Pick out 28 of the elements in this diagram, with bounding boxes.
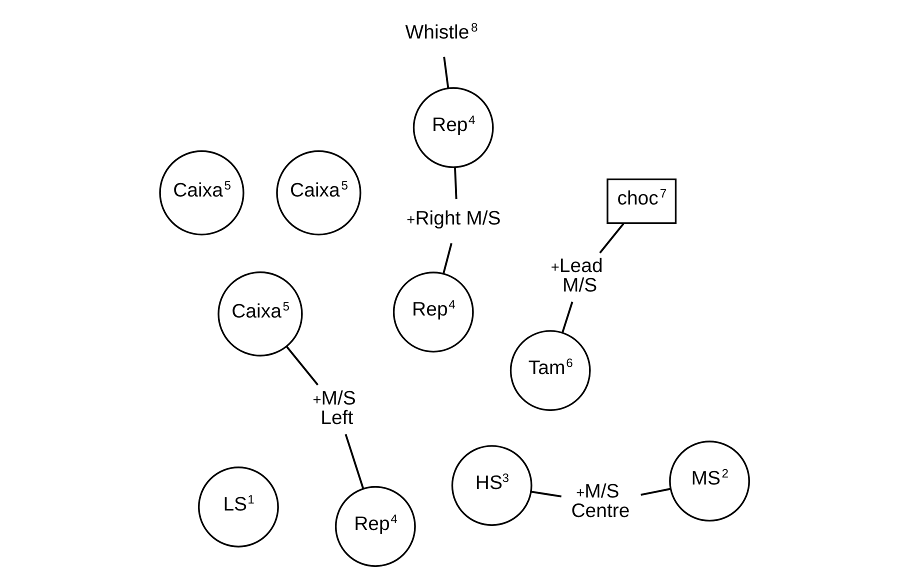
node-label: +	[576, 486, 584, 502]
connector	[454, 167, 457, 200]
node-label: +	[312, 392, 321, 408]
connector	[530, 490, 561, 498]
node-circle: MS$^{2}$	[668, 440, 750, 522]
node-circle: HS$^{3}$	[450, 445, 532, 526]
connector	[442, 56, 449, 88]
node-text: Right M/S	[414, 208, 500, 230]
connector	[640, 488, 670, 496]
node-circle: Caixa$^{5}$	[276, 150, 361, 236]
connector	[344, 434, 364, 490]
node-text: Whistle$^{8}$	[404, 20, 478, 44]
node-circle: Rep$^{4}$	[392, 272, 474, 353]
node-circle: Caixa$^{5}$	[158, 150, 244, 236]
node-box: choc$^{7}$	[606, 178, 676, 224]
node-text: Lead M/S	[558, 255, 602, 297]
node-label: +	[550, 260, 559, 276]
connector	[561, 302, 573, 333]
node-circle: Rep$^{4}$	[334, 486, 416, 567]
node-circle: LS$^{1}$	[198, 466, 278, 548]
connector	[442, 243, 452, 274]
node-text: M/S Left	[320, 387, 356, 429]
connector	[598, 223, 624, 254]
node-circle: Caixa$^{5}$	[217, 271, 302, 356]
node-circle: Rep$^{4}$	[412, 87, 494, 168]
connector	[286, 346, 318, 386]
node-circle: Tam$^{6}$	[509, 330, 590, 411]
node-label: +	[406, 212, 415, 229]
